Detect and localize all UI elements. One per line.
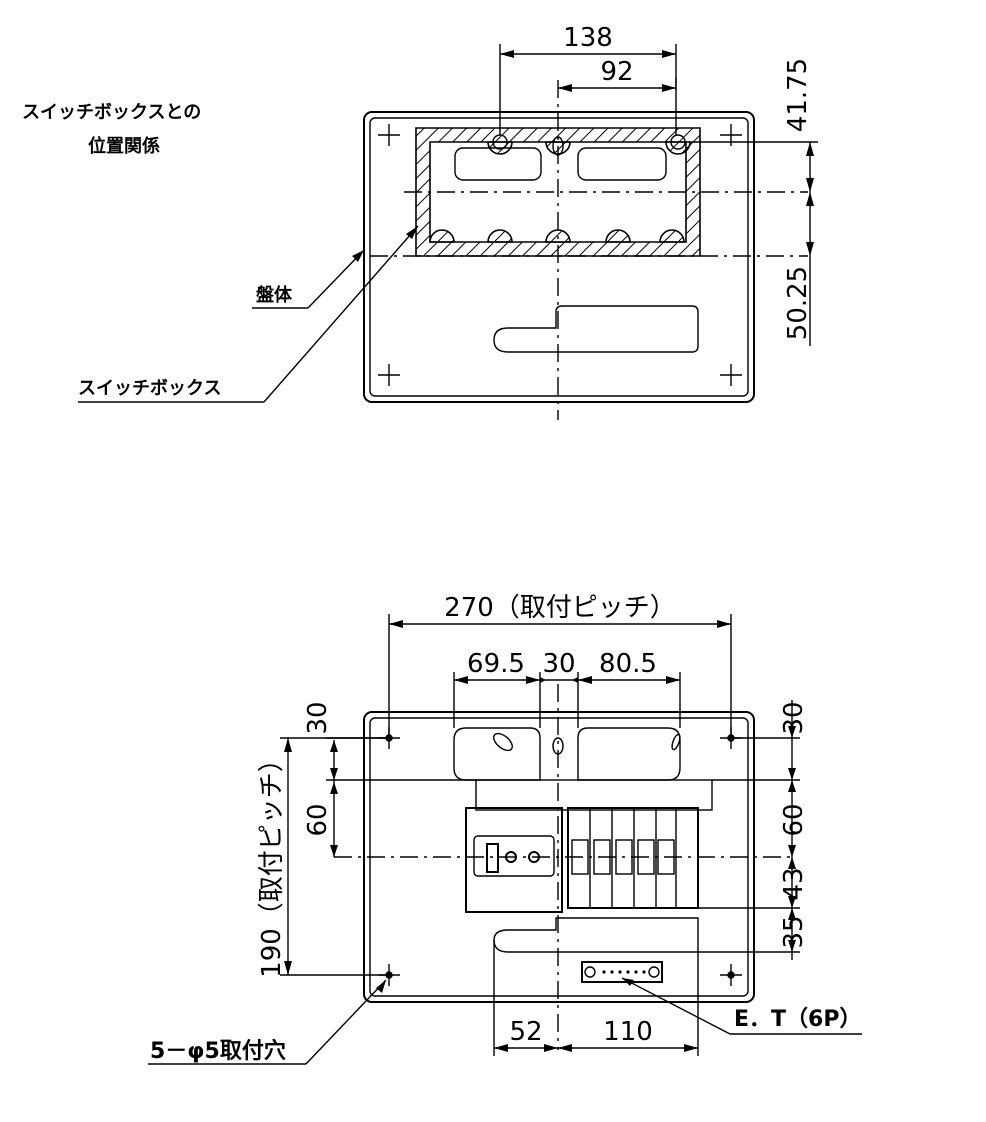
slot-opening-right bbox=[577, 147, 667, 181]
dimension-bottom: 52 110 bbox=[493, 940, 699, 1056]
dim-label-52: 52 bbox=[509, 1017, 542, 1047]
dim-label-60-left: 60 bbox=[303, 803, 333, 836]
front-slot-right bbox=[577, 727, 681, 781]
screw-hole bbox=[670, 134, 686, 150]
dim-label-30-right: 30 bbox=[779, 701, 809, 734]
label-body: 盤体 bbox=[256, 284, 293, 306]
main-breaker bbox=[465, 807, 563, 913]
dim-label-30-mid: 30 bbox=[542, 649, 575, 679]
lower-cutout bbox=[493, 305, 699, 353]
terminal-screw bbox=[505, 851, 517, 863]
leader-mounting-holes: 5－φ5取付穴 bbox=[148, 979, 387, 1065]
label-switch-box: スイッチボックス bbox=[78, 378, 221, 399]
slot-screw bbox=[671, 733, 681, 751]
main-breaker-face bbox=[473, 835, 555, 877]
dimension-92: 92 bbox=[558, 57, 677, 92]
dim-label-41-75: 41.75 bbox=[783, 58, 813, 132]
mounting-marks bbox=[378, 124, 742, 386]
dim-label-270: 270（取付ピッチ） bbox=[444, 593, 676, 623]
enclosure-outline bbox=[363, 111, 755, 403]
enclosure-inner-outline bbox=[369, 117, 749, 397]
dim-label-43: 43 bbox=[779, 867, 809, 900]
leader-body: 盤体 bbox=[252, 249, 365, 309]
dimension-190: 190（取付ピッチ） bbox=[257, 737, 389, 978]
dim-label-92: 92 bbox=[600, 57, 633, 87]
slot-screw bbox=[493, 732, 513, 752]
dim-label-69-5: 69.5 bbox=[467, 649, 525, 679]
earth-terminal-block bbox=[581, 961, 663, 983]
leader-switchbox: スイッチボックス bbox=[78, 225, 419, 403]
dim-label-30-left: 30 bbox=[303, 701, 333, 734]
dim-label-80-5: 80.5 bbox=[599, 649, 657, 679]
dimension-41-75: 41.75 bbox=[690, 58, 818, 192]
dimension-top-row: 69.5 30 80.5 bbox=[453, 649, 681, 728]
dimension-270: 270（取付ピッチ） bbox=[388, 593, 732, 738]
top-view-title-line1: スイッチボックスとの bbox=[22, 102, 201, 123]
top-view-title-line2: 位置関係 bbox=[88, 135, 160, 157]
label-mounting-holes: 5－φ5取付穴 bbox=[150, 1038, 286, 1064]
dim-label-110: 110 bbox=[603, 1017, 653, 1047]
label-earth-terminal: E．T（6P） bbox=[734, 1007, 861, 1032]
dim-label-60-right: 60 bbox=[779, 803, 809, 836]
breaker-top-bar bbox=[475, 779, 713, 811]
dim-label-138: 138 bbox=[563, 23, 613, 53]
dim-label-35: 35 bbox=[779, 915, 809, 948]
dimension-50-25: 50.25 bbox=[783, 192, 814, 346]
front-mounting-holes bbox=[378, 727, 742, 986]
dim-label-190: 190（取付ピッチ） bbox=[257, 746, 287, 978]
front-lower-cutout bbox=[493, 917, 699, 953]
front-slot-left bbox=[453, 727, 541, 781]
terminal-screw bbox=[528, 851, 540, 863]
dimension-right: 30 60 43 35 bbox=[698, 700, 809, 960]
dimension-left: 30 60 bbox=[303, 701, 476, 857]
dim-label-50-25: 50.25 bbox=[783, 266, 813, 340]
main-breaker-handle bbox=[486, 843, 499, 873]
front-view: 270（取付ピッチ） 69.5 30 80.5 30 60 bbox=[148, 593, 862, 1065]
branch-breakers bbox=[567, 807, 699, 909]
top-view: スイッチボックスとの 位置関係 bbox=[22, 23, 818, 420]
leader-earth-terminal: E．T（6P） bbox=[621, 977, 862, 1035]
dimension-138: 138 bbox=[499, 23, 677, 135]
